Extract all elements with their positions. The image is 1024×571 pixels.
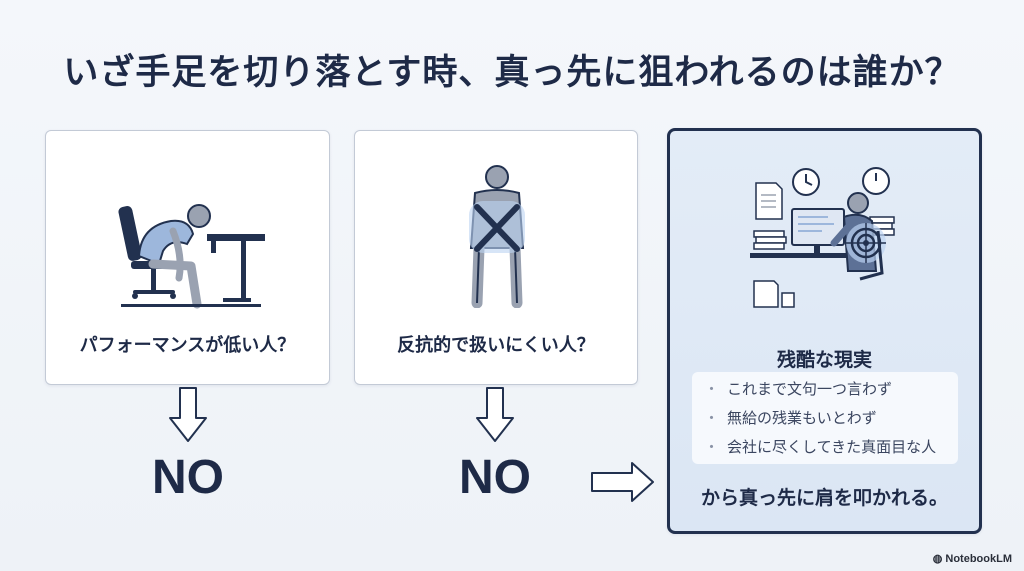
down-arrow-icon [169,387,207,442]
page-title: いざ手足を切り落とす時、真っ先に狙われるのは誰か？ [63,53,961,93]
reality-title: 残酷な現実 [776,349,872,371]
notebooklm-logo-icon: ◍ [932,553,946,565]
verdict-no-2: NO [459,451,531,504]
down-arrow-icon [476,387,514,442]
overworked-employee-target-icon [750,167,895,308]
reality-list: ・これまで文句一つ言わず ・無給の残業もいとわず ・会社に尽くしてきた真面目な人 [692,372,958,464]
right-arrow-icon [591,462,654,502]
card-low-performance: パフォーマンスが低い人？ [45,130,330,385]
conclusion-text: から真っ先に肩を叩かれる。 [700,487,948,509]
card-harsh-reality: 残酷な現実 ・これまで文句一つ言わず ・無給の残業もいとわず ・会社に尽くしてき… [667,128,982,534]
list-item: ・無給の残業もいとわず [704,409,877,427]
list-item: ・これまで文句一つ言わず [704,380,893,398]
card-label-rebellious: 反抗的で扱いにくい人？ [397,335,595,356]
list-item: ・会社に尽くしてきた真面目な人 [704,438,937,456]
person-crossed-arms-icon [469,165,525,308]
slumped-worker-icon [118,204,265,309]
footer-brand: ◍ NotebookLM [932,553,1012,565]
verdict-no-1: NO [152,451,224,504]
card-label-low-performance: パフォーマンスが低い人？ [79,335,296,356]
card-rebellious: 反抗的で扱いにくい人？ [354,130,638,385]
